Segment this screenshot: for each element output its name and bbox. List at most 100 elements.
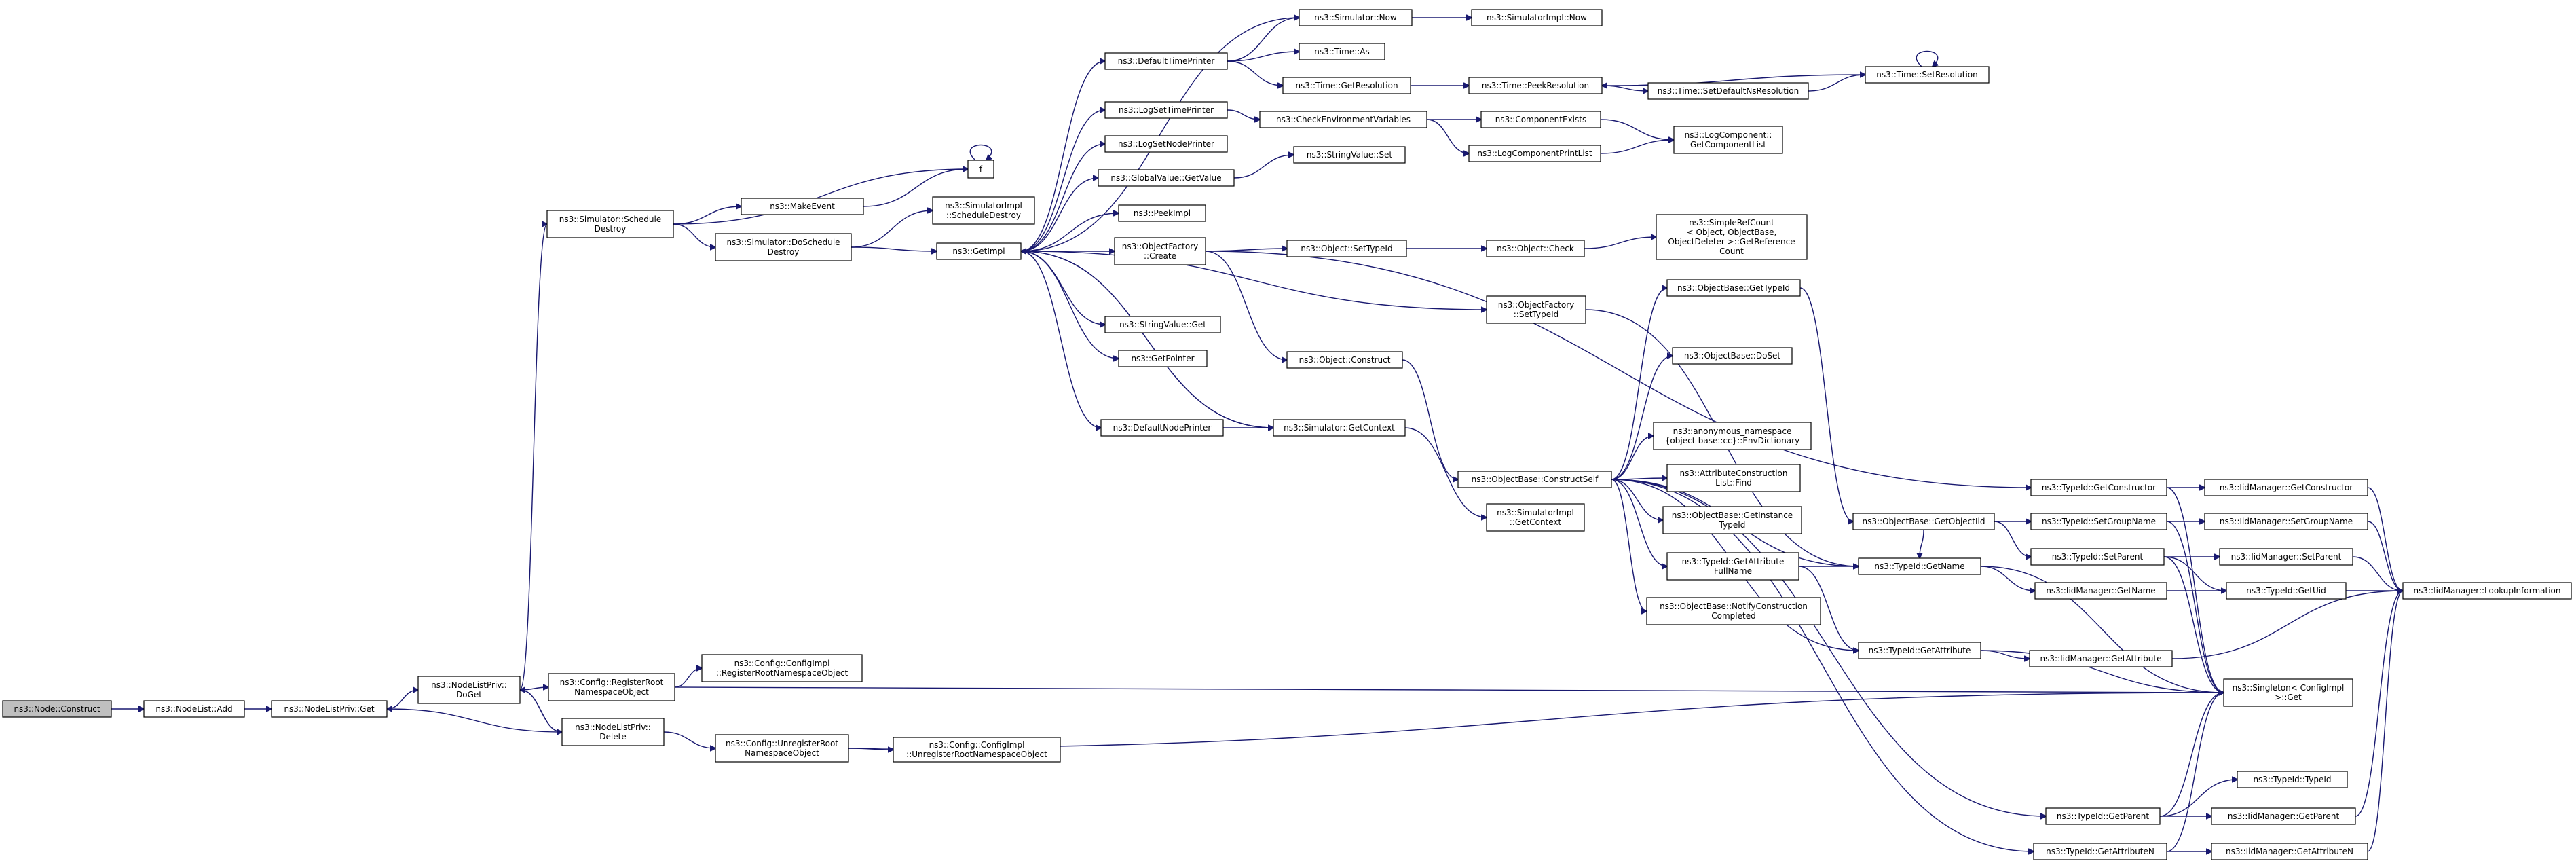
node-iidlookup[interactable]: ns3::IidManager::LookupInformation	[2402, 582, 2572, 600]
edge-schedest-to-doschedest	[673, 223, 715, 247]
node-logsetnode[interactable]: ns3::LogSetNodePrinter	[1104, 135, 1228, 153]
node-tidsetgroup[interactable]: ns3::TypeId::SetGroupName	[2030, 513, 2167, 530]
node-simimplgetctx[interactable]: ns3::SimulatorImpl::GetContext	[1486, 503, 1585, 532]
node-label: ObjectDeleter >::GetReference	[1668, 237, 1795, 246]
node-deftimeprinter[interactable]: ns3::DefaultTimePrinter	[1104, 52, 1228, 70]
node-simplerefcount[interactable]: ns3::SimpleRefCount< Object, ObjectBase,…	[1656, 214, 1808, 260]
node-objfactcreate[interactable]: ns3::ObjectFactory::Create	[1114, 237, 1206, 265]
node-box	[936, 242, 1022, 260]
node-obdoset[interactable]: ns3::ObjectBase::DoSet	[1672, 347, 1793, 365]
node-timegetres[interactable]: ns3::Time::GetResolution	[1282, 77, 1411, 94]
node-label: TypeId	[1719, 520, 1746, 530]
node-makeevent[interactable]: ns3::MakeEvent	[741, 198, 864, 215]
node-iidgetattrn[interactable]: ns3::IidManager::GetAttributeN	[2211, 843, 2368, 860]
edge-cfgunreg-to-singletonget	[848, 693, 2224, 749]
node-tidgetuid[interactable]: ns3::TypeId::GetUid	[2226, 582, 2347, 600]
node-box	[1858, 557, 1981, 575]
node-label: ns3::ObjectBase::GetObjectIid	[1863, 517, 1985, 526]
node-box	[1104, 135, 1228, 153]
node-label: ns3::LogComponentPrintList	[1477, 149, 1592, 158]
node-schedest[interactable]: ns3::Simulator::ScheduleDestroy	[546, 210, 674, 238]
node-checkenv[interactable]: ns3::CheckEnvironmentVariables	[1259, 111, 1427, 128]
node-obconstructself[interactable]: ns3::ObjectBase::ConstructSelf	[1457, 471, 1612, 488]
node-box	[1104, 52, 1228, 70]
node-simimplsched[interactable]: ns3::SimulatorImpl::ScheduleDestroy	[932, 196, 1035, 225]
node-tidgetparent[interactable]: ns3::TypeId::GetParent	[2045, 807, 2161, 825]
node-box	[701, 654, 863, 682]
node-tidgetattrn[interactable]: ns3::TypeId::GetAttributeN	[2033, 843, 2167, 860]
node-tidgetattr[interactable]: ns3::TypeId::GetAttribute	[1858, 642, 1981, 659]
node-label: ns3::MakeEvent	[770, 202, 835, 211]
node-obgettypeid[interactable]: ns3::ObjectBase::GetTypeId	[1666, 279, 1801, 297]
node-label: Completed	[1711, 611, 1755, 621]
node-timepeekres[interactable]: ns3::Time::PeekResolution	[1468, 77, 1603, 94]
edge-obconstructself-to-anonenvdict	[1611, 436, 1654, 480]
node-timeas[interactable]: ns3::Time::As	[1299, 43, 1385, 60]
node-objfactsettypeid[interactable]: ns3::ObjectFactory::SetTypeId	[1486, 295, 1586, 324]
node-label: ns3::Config::RegisterRoot	[560, 678, 664, 687]
node-iidsetgroup[interactable]: ns3::IidManager::SetGroupName	[2204, 513, 2368, 530]
edge-obconstructself-to-obgettypeid	[1611, 288, 1667, 480]
node-cfgunreg[interactable]: ns3::Config::UnregisterRootNamespaceObje…	[715, 734, 849, 763]
node-simimplnow[interactable]: ns3::SimulatorImpl::Now	[1471, 9, 1603, 26]
node-peekimpl[interactable]: ns3::PeekImpl	[1118, 204, 1206, 222]
node-cfgimplreg[interactable]: ns3::Config::ConfigImpl::RegisterRootNam…	[701, 654, 863, 682]
edge-tidsetparent-to-tidgetuid	[2163, 556, 2226, 591]
node-box	[2033, 843, 2167, 860]
node-construct[interactable]: ns3::Node::Construct	[2, 700, 112, 718]
node-svset[interactable]: ns3::StringValue::Set	[1293, 146, 1406, 164]
node-obgetobjectiid[interactable]: ns3::ObjectBase::GetObjectIid	[1852, 513, 1995, 530]
node-simgetctx[interactable]: ns3::Simulator::GetContext	[1273, 419, 1406, 437]
node-timesetdefns[interactable]: ns3::Time::SetDefaultNsResolution	[1647, 82, 1809, 100]
node-gvgetvalue[interactable]: ns3::GlobalValue::GetValue	[1098, 169, 1235, 187]
node-box	[1653, 422, 1812, 450]
node-getpointer[interactable]: ns3::GetPointer	[1118, 350, 1208, 367]
node-box	[1118, 204, 1206, 222]
node-box	[2219, 548, 2353, 566]
node-tidgetname[interactable]: ns3::TypeId::GetName	[1858, 557, 1981, 575]
node-logcompget[interactable]: ns3::LogComponent::GetComponentList	[1673, 126, 1783, 154]
edge-getimpl-to-svget	[1020, 251, 1105, 325]
node-iidgetparent[interactable]: ns3::IidManager::GetParent	[2211, 807, 2356, 825]
node-logsettime[interactable]: ns3::LogSetTimePrinter	[1104, 101, 1228, 119]
node-compexists[interactable]: ns3::ComponentExists	[1480, 111, 1601, 128]
node-tidgetconstructor[interactable]: ns3::TypeId::GetConstructor	[2030, 479, 2167, 496]
node-singletonget[interactable]: ns3::Singleton< ConfigImpl >::Get	[2223, 678, 2353, 707]
node-logcompprint[interactable]: ns3::LogComponentPrintList	[1468, 145, 1601, 162]
node-cfgimplunreg[interactable]: ns3::Config::ConfigImpl::UnregisterRootN…	[893, 737, 1061, 763]
node-nladd[interactable]: ns3::NodeList::Add	[143, 700, 245, 718]
edge-iidgetparent-to-iidlookup	[2355, 591, 2403, 817]
node-nlpdoget[interactable]: ns3::NodeListPriv::DoGet	[417, 676, 521, 704]
node-box	[2, 700, 112, 718]
node-objsettypeid[interactable]: ns3::Object::SetTypeId	[1286, 240, 1407, 257]
node-objcheck[interactable]: ns3::Object::Check	[1486, 240, 1585, 257]
node-box	[2030, 548, 2165, 566]
edge-tidgetattr-to-iidgetattr	[1980, 650, 2030, 659]
node-svget[interactable]: ns3::StringValue::Get	[1104, 316, 1221, 333]
node-obnotify[interactable]: ns3::ObjectBase::NotifyConstructionCompl…	[1646, 597, 1821, 625]
node-simnow[interactable]: ns3::Simulator::Now	[1299, 9, 1413, 26]
node-nlpget[interactable]: ns3::NodeListPriv::Get	[271, 700, 388, 718]
node-iidgetconstructor[interactable]: ns3::IidManager::GetConstructor	[2204, 479, 2368, 496]
node-nlpdelete[interactable]: ns3::NodeListPriv::Delete	[561, 718, 665, 746]
node-cfgreg[interactable]: ns3::Config::RegisterRootNamespaceObject	[548, 673, 675, 701]
node-iidgetname[interactable]: ns3::IidManager::GetName	[2034, 582, 2167, 600]
node-label: ns3::ObjectBase::ConstructSelf	[1472, 475, 1599, 484]
node-getimpl[interactable]: ns3::GetImpl	[936, 242, 1022, 260]
node-timesetres[interactable]: ns3::Time::SetResolution	[1865, 66, 1990, 84]
node-anonenvdict[interactable]: ns3::anonymous_namespace{object-base::cc…	[1653, 422, 1812, 450]
node-iidgetattr[interactable]: ns3::IidManager::GetAttribute	[2029, 650, 2173, 667]
edge-obgetobjectiid-to-tidsetparent	[1994, 521, 2031, 557]
edge-deftimeprinter-to-timeas	[1227, 52, 1299, 62]
node-f[interactable]: f	[967, 160, 994, 179]
node-iidsetparent[interactable]: ns3::IidManager::SetParent	[2219, 548, 2353, 566]
node-objconstruct[interactable]: ns3::Object::Construct	[1286, 351, 1403, 369]
node-tidsetparent[interactable]: ns3::TypeId::SetParent	[2030, 548, 2165, 566]
edge-obconstructself-to-tidgetattrfull	[1611, 479, 1667, 566]
node-defnodeprinter[interactable]: ns3::DefaultNodePrinter	[1100, 419, 1224, 437]
node-tidtypeid[interactable]: ns3::TypeId::TypeId	[2237, 771, 2348, 788]
